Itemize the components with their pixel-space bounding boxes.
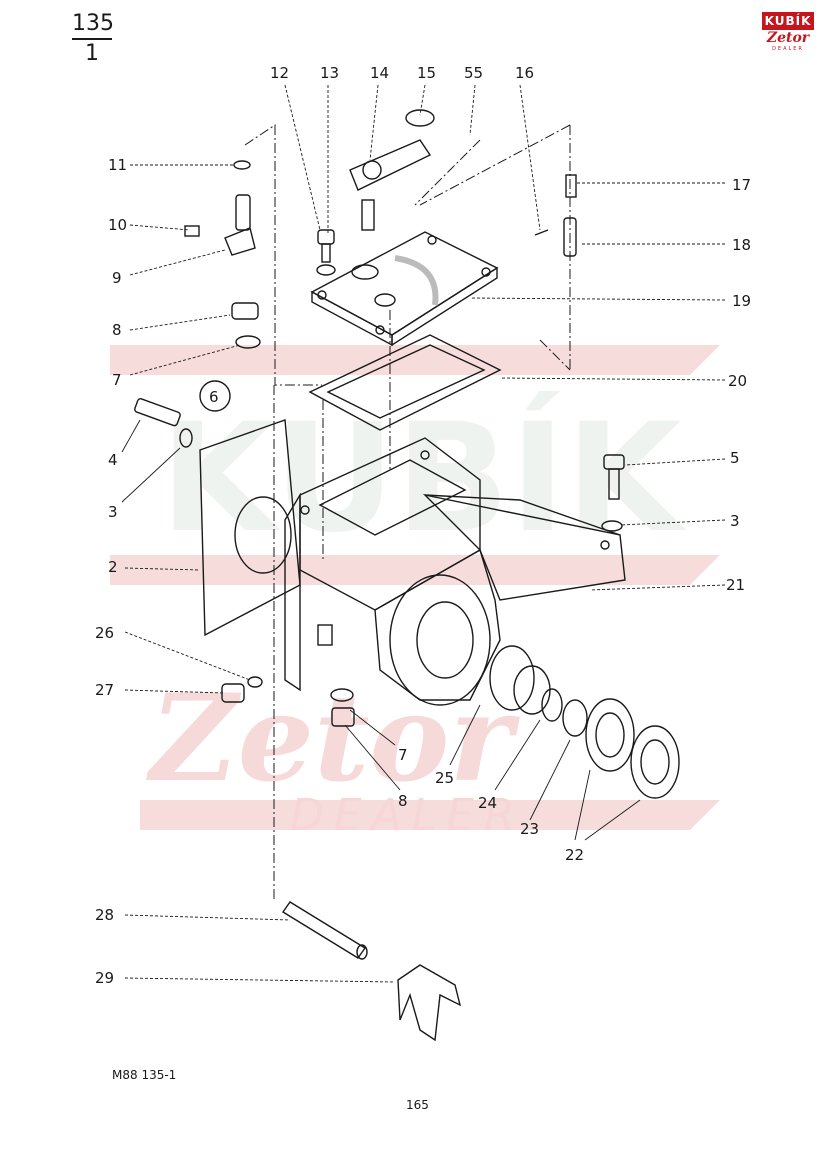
small-parts bbox=[134, 109, 625, 727]
callout-23: 23 bbox=[520, 820, 539, 838]
callout-14: 14 bbox=[370, 64, 389, 82]
callout-3-right: 3 bbox=[730, 512, 740, 530]
housing-21 bbox=[284, 437, 626, 706]
view-circle bbox=[199, 380, 231, 412]
callout-9: 9 bbox=[112, 269, 122, 287]
callout-3: 3 bbox=[108, 503, 118, 521]
shift-fork-parts bbox=[282, 901, 462, 1042]
callout-20: 20 bbox=[728, 372, 747, 390]
leader-lines bbox=[124, 84, 726, 983]
callout-21: 21 bbox=[726, 576, 745, 594]
callout-24: 24 bbox=[478, 794, 497, 812]
assembly-lines bbox=[244, 124, 571, 900]
callout-10: 10 bbox=[108, 216, 127, 234]
watermark-word3: DEALER bbox=[290, 790, 525, 841]
logo-make: Zetor bbox=[766, 30, 810, 46]
callout-29: 29 bbox=[95, 969, 114, 987]
callout-22: 22 bbox=[565, 846, 584, 864]
callout-27: 27 bbox=[95, 681, 114, 699]
callout-5: 5 bbox=[730, 449, 740, 467]
callout-2: 2 bbox=[108, 558, 118, 576]
watermark-word1: KUBÍK bbox=[160, 391, 687, 566]
callout-labels: 12 13 14 15 55 16 11 10 9 8 7 6 4 3 2 26… bbox=[95, 64, 751, 987]
callout-19: 19 bbox=[732, 292, 751, 310]
page-number-bottom: 1 bbox=[85, 41, 99, 66]
page-number-fraction: 135 1 bbox=[72, 11, 114, 66]
logo-brand: KUBÍK bbox=[762, 12, 814, 30]
page-number: 165 bbox=[406, 1098, 429, 1112]
callout-28: 28 bbox=[95, 906, 114, 924]
callout-8-lower: 8 bbox=[398, 792, 408, 810]
shaft-parts bbox=[489, 645, 680, 799]
dealer-logo: KUBÍK Zetor DEALER bbox=[762, 12, 814, 62]
callout-7-lower: 7 bbox=[398, 746, 408, 764]
callout-15: 15 bbox=[417, 64, 436, 82]
callout-18: 18 bbox=[732, 236, 751, 254]
callout-8: 8 bbox=[112, 321, 122, 339]
callout-12: 12 bbox=[270, 64, 289, 82]
fraction-bar bbox=[72, 38, 112, 40]
cover-plate-19 bbox=[310, 231, 499, 347]
callout-11: 11 bbox=[108, 156, 127, 174]
callout-17: 17 bbox=[732, 176, 751, 194]
callout-7: 7 bbox=[112, 371, 122, 389]
callout-25: 25 bbox=[435, 769, 454, 787]
callout-55: 55 bbox=[464, 64, 483, 82]
page-number-top: 135 bbox=[72, 11, 114, 36]
callout-16: 16 bbox=[515, 64, 534, 82]
logo-tag: DEALER bbox=[772, 46, 804, 52]
gasket-20 bbox=[308, 334, 502, 431]
callout-4: 4 bbox=[108, 451, 118, 469]
callout-26: 26 bbox=[95, 624, 114, 642]
callout-13: 13 bbox=[320, 64, 339, 82]
solid-leaders bbox=[121, 419, 641, 841]
drawing-code: M88 135-1 bbox=[112, 1068, 177, 1082]
callout-6: 6 bbox=[209, 388, 219, 406]
